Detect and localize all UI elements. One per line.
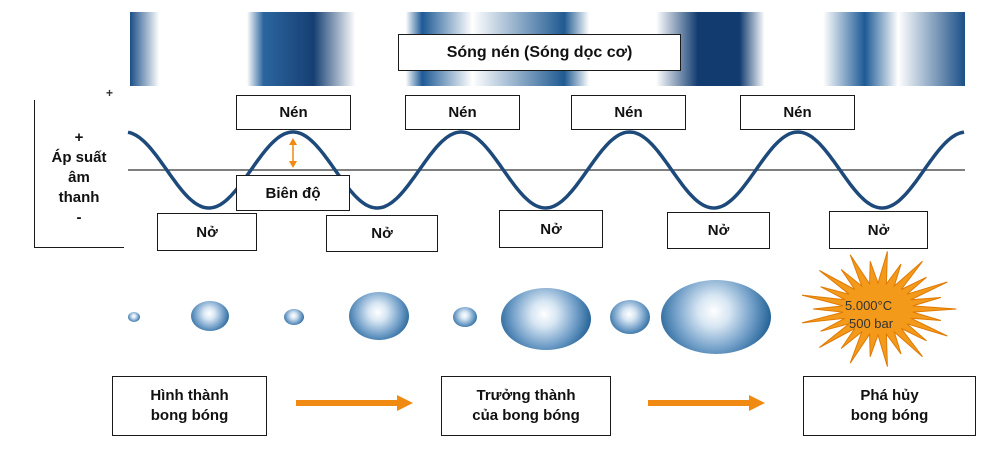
corner-plus-sign: + — [106, 86, 114, 100]
compression-label: Nén — [740, 95, 855, 130]
compression-label: Nén — [405, 95, 520, 130]
pressure-label-line1: Áp suất — [51, 149, 107, 166]
rarefaction-label: Nở — [829, 211, 928, 249]
compression-label: Nén — [236, 95, 351, 130]
stage-growth: Trưởng thành của bong bóng — [441, 376, 611, 436]
rarefaction-label: Nở — [667, 212, 770, 249]
stage-formation: Hình thành bong bóng — [112, 376, 267, 436]
stage-collapse-line1: Phá hủy — [860, 387, 919, 404]
bubble — [284, 309, 304, 325]
bubble — [453, 307, 477, 327]
burst-pressure: 500 bar — [849, 316, 894, 331]
rarefaction-label: Nở — [157, 213, 257, 251]
pressure-label-line3: thanh — [58, 189, 100, 206]
bubble — [501, 288, 591, 350]
amplitude-label: Biên độ — [236, 175, 350, 211]
rarefaction-label: Nở — [499, 210, 603, 248]
diagram-title: Sóng nén (Sóng dọc cơ) — [398, 34, 681, 71]
compression-label: Nén — [571, 95, 686, 130]
pressure-axis-label: + Áp suất âm thanh - — [34, 128, 124, 228]
bubble — [128, 312, 140, 322]
stage-growth-line2: của bong bóng — [472, 407, 580, 424]
stage-collapse-line2: bong bóng — [850, 407, 929, 424]
burst-temperature: 5.000°C — [845, 298, 893, 313]
pressure-label-line2: âm — [68, 169, 90, 186]
bubble — [349, 292, 409, 340]
stage-growth-line1: Trưởng thành — [476, 387, 576, 404]
amplitude-marker — [289, 138, 297, 168]
bubble — [610, 300, 650, 334]
stage-formation-line2: bong bóng — [150, 407, 229, 424]
pressure-plus-sign: + — [74, 129, 84, 146]
starburst-icon — [801, 251, 957, 367]
stage-formation-line1: Hình thành — [150, 387, 229, 404]
pressure-axis-panel — [34, 100, 124, 248]
pressure-wave — [127, 130, 965, 210]
bubble — [191, 301, 229, 331]
bubble — [661, 280, 771, 354]
rarefaction-label: Nở — [326, 215, 438, 252]
pressure-minus-sign: - — [76, 209, 82, 226]
stage-collapse: Phá hủy bong bóng — [803, 376, 976, 436]
